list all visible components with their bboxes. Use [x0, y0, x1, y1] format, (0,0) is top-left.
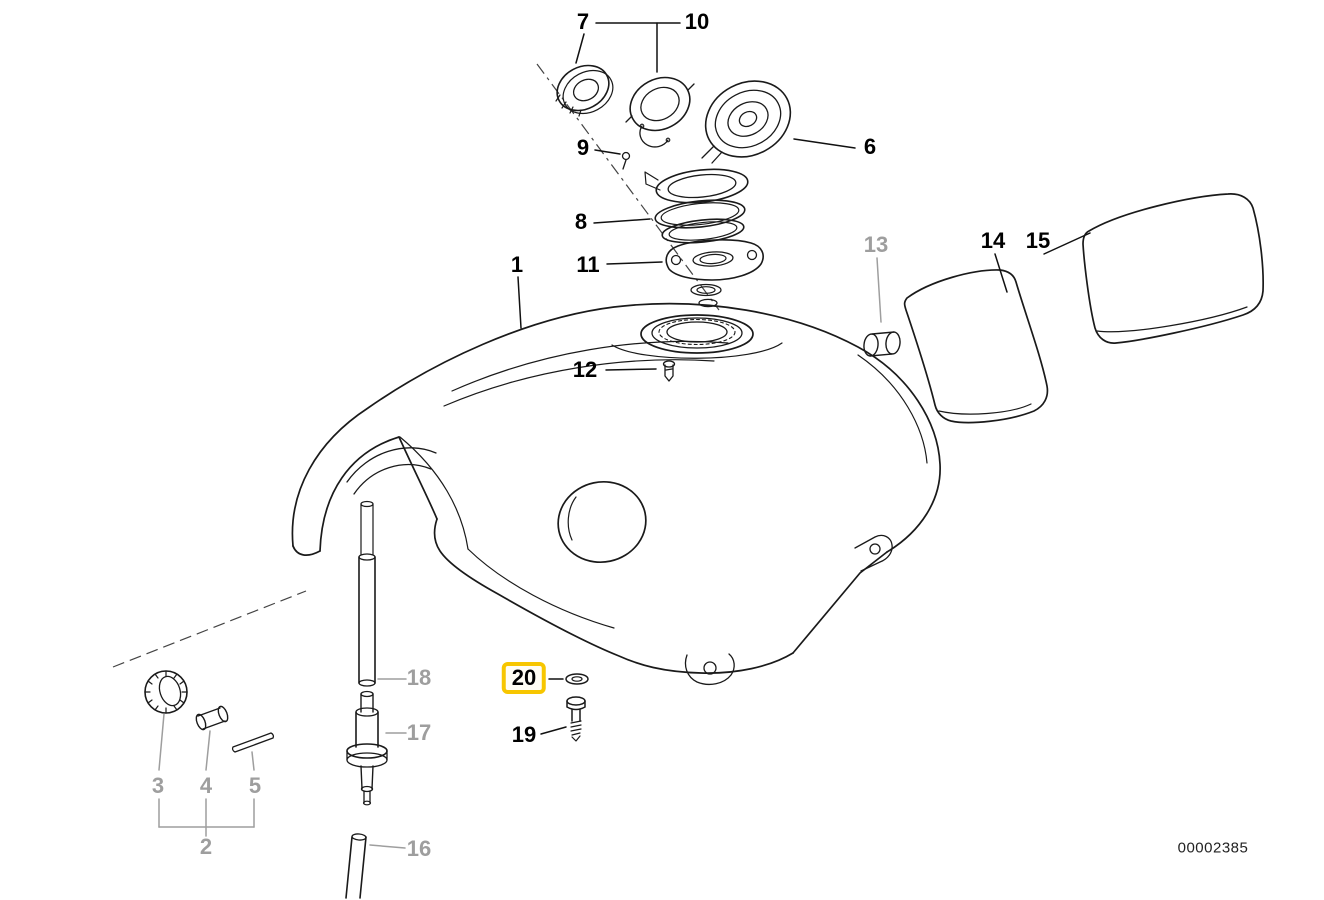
callout-13[interactable]: 13 — [863, 232, 889, 257]
petcock-parts — [144, 500, 388, 899]
callout-10[interactable]: 10 — [684, 9, 710, 34]
callout-15[interactable]: 15 — [1025, 228, 1051, 253]
callout-8[interactable]: 8 — [574, 209, 588, 234]
callout-18[interactable]: 18 — [406, 665, 432, 690]
leader-lines-gray — [158, 257, 882, 849]
callout-20-highlighted[interactable]: 20 — [501, 662, 547, 694]
construction-axis-lines — [112, 63, 720, 668]
callout-11[interactable]: 11 — [576, 252, 600, 277]
drain-screw-parts — [565, 673, 589, 742]
callout-9[interactable]: 9 — [576, 135, 590, 160]
callout-5[interactable]: 5 — [248, 773, 262, 798]
leader-lines-black — [517, 22, 1091, 735]
callout-12[interactable]: 12 — [572, 357, 598, 382]
doc-number: 00002385 — [1177, 839, 1249, 857]
knee-pads-and-bushing — [863, 193, 1265, 424]
filler-cap-parts — [555, 64, 792, 382]
callout-14[interactable]: 14 — [980, 228, 1006, 253]
fuel-tank-body — [291, 302, 941, 686]
callout-6[interactable]: 6 — [863, 134, 877, 159]
callout-16[interactable]: 16 — [406, 836, 432, 861]
callout-7[interactable]: 7 — [576, 9, 590, 34]
callout-2[interactable]: 2 — [199, 834, 213, 859]
callout-19[interactable]: 19 — [511, 722, 537, 747]
callout-3[interactable]: 3 — [151, 773, 165, 798]
callout-4[interactable]: 4 — [199, 773, 213, 798]
callout-1[interactable]: 1 — [510, 252, 524, 277]
callout-17[interactable]: 17 — [406, 720, 432, 745]
